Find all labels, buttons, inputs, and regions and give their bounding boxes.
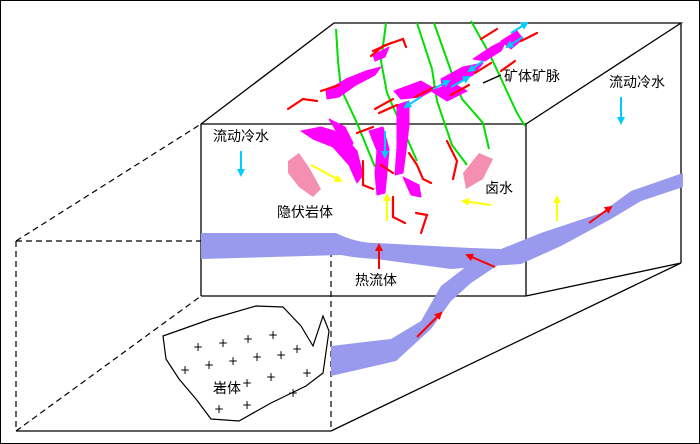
- cold-water-label-front: 流动冷水: [213, 129, 269, 145]
- brine-body: [463, 153, 493, 189]
- svg-text:+: +: [268, 328, 278, 342]
- concealed-intrusion-body: [288, 153, 321, 197]
- faults: [286, 27, 539, 235]
- svg-text:+: +: [243, 332, 253, 346]
- block-frame: [16, 22, 684, 432]
- fluid-channel: [201, 173, 683, 376]
- svg-text:+: +: [216, 380, 226, 394]
- fractures: [335, 20, 526, 168]
- cold-water-label-top-right: 流动冷水: [609, 75, 665, 91]
- svg-text:+: +: [193, 340, 203, 354]
- svg-text:+: +: [228, 354, 238, 368]
- brine-label: 卤水: [485, 181, 513, 197]
- svg-text:+: +: [180, 363, 190, 377]
- ore-vein-leader-line: [482, 74, 502, 84]
- svg-text:+: +: [288, 386, 298, 400]
- ore-vein-label: 矿体矿脉: [504, 69, 560, 85]
- svg-text:+: +: [214, 402, 224, 416]
- brine-arrows: [310, 164, 561, 221]
- intrusion-label: 岩体: [213, 381, 241, 397]
- svg-text:+: +: [266, 370, 276, 384]
- svg-text:+: +: [292, 342, 302, 356]
- concealed-intrusion-label: 隐伏岩体: [277, 205, 333, 221]
- svg-text:+: +: [242, 376, 252, 390]
- svg-text:+: +: [276, 348, 286, 362]
- ore-veins: [300, 30, 524, 198]
- intrusion-outline: [162, 305, 330, 422]
- svg-text:+: +: [302, 366, 312, 380]
- svg-text:+: +: [218, 336, 228, 350]
- intrusion-plus-marks: +++++ ++++++ ++++ ++: [180, 328, 312, 416]
- hydrothermal-fluid-label: 热流体: [355, 273, 397, 289]
- red-flow-arrows: [375, 205, 613, 338]
- svg-text:+: +: [204, 358, 214, 372]
- svg-text:+: +: [252, 350, 262, 364]
- svg-text:+: +: [242, 398, 252, 412]
- cold-water-arrows: [237, 21, 625, 177]
